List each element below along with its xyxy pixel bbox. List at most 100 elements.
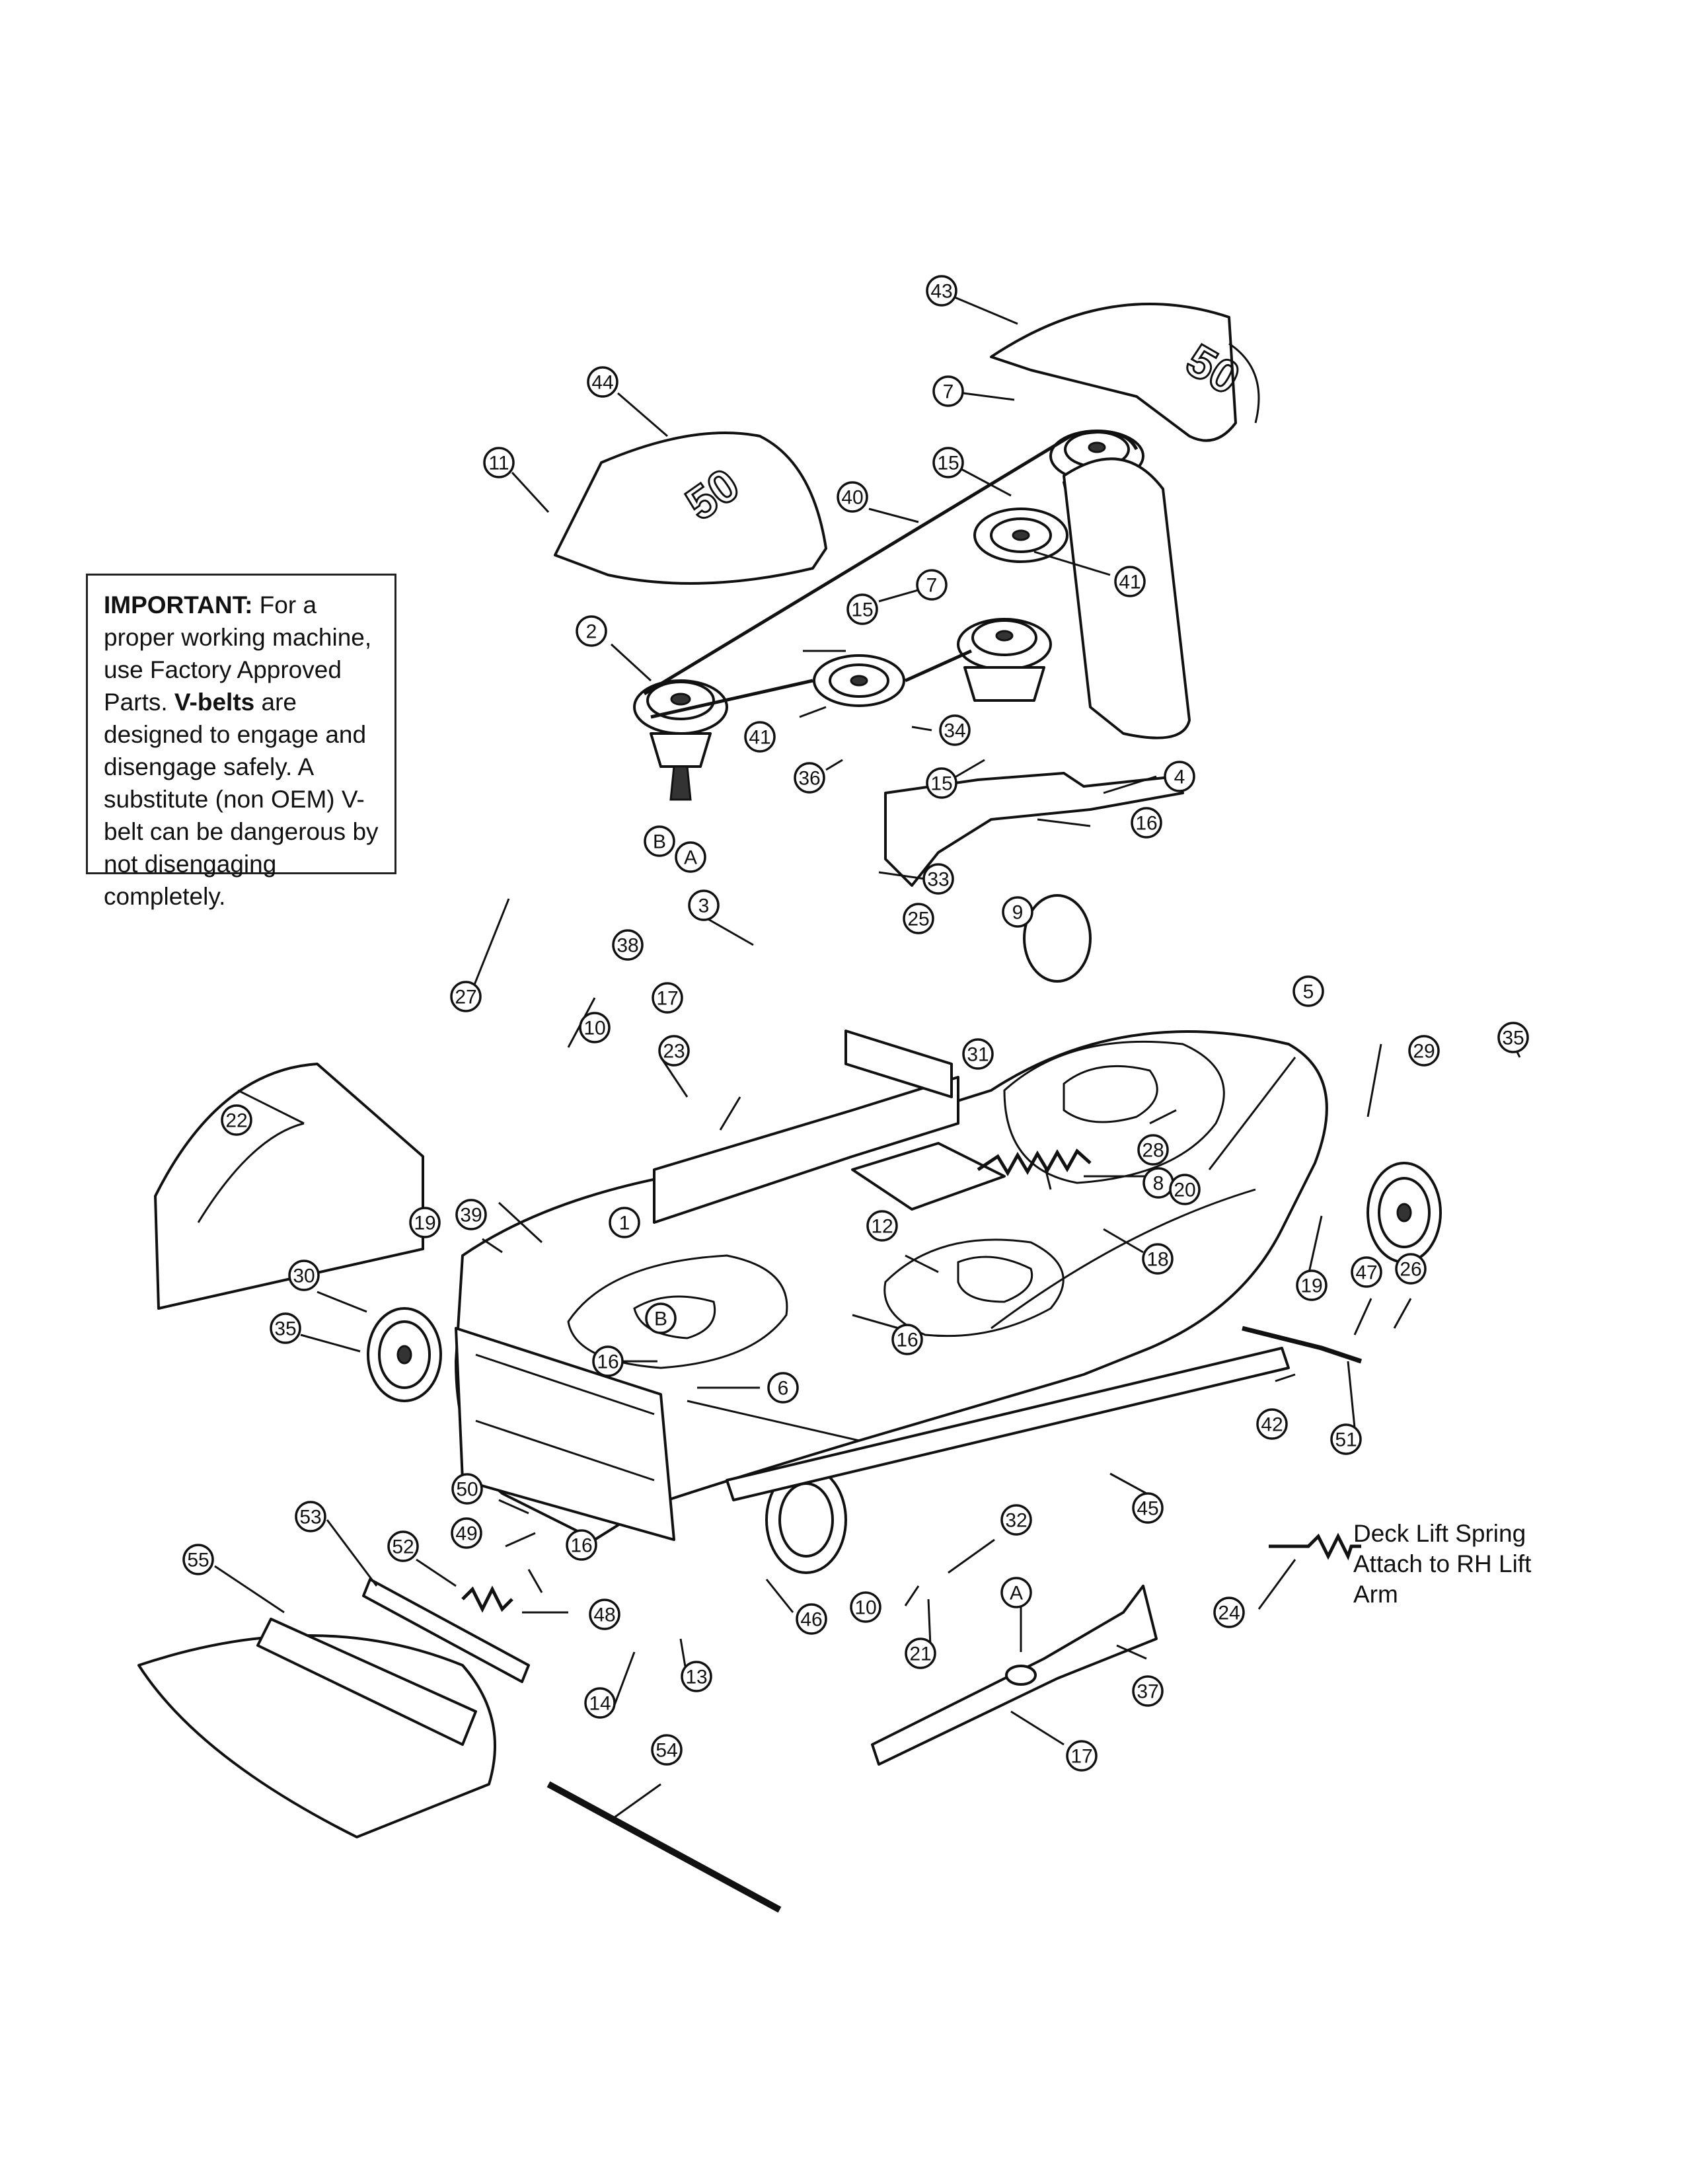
callout-circle	[651, 1734, 683, 1766]
gauge-wheel-right	[1367, 1162, 1442, 1263]
callout-label: 48	[593, 1604, 615, 1626]
callout-A: A	[1000, 1577, 1032, 1608]
callout-label: 3	[698, 895, 710, 917]
deck-lift-spring	[1269, 1532, 1361, 1561]
callout-B: B	[645, 1302, 677, 1334]
callout-circle	[926, 275, 957, 307]
callout-circle	[939, 714, 971, 746]
callout-14: 14	[584, 1687, 616, 1719]
callout-circle	[1169, 1174, 1201, 1205]
callout-label: 43	[930, 281, 952, 303]
callout-circle	[1142, 1243, 1174, 1275]
callout-circle	[1000, 1504, 1032, 1536]
callout-47: 47	[1351, 1256, 1382, 1288]
callout-circle	[903, 903, 934, 934]
callout-41: 41	[1114, 566, 1146, 597]
callout-32: 32	[1000, 1504, 1032, 1536]
important-text-2: are designed to engage and disengage saf…	[104, 689, 379, 910]
callout-15: 15	[932, 447, 964, 478]
callout-label: 25	[907, 909, 929, 930]
callout-circle	[850, 1591, 881, 1623]
callout-circle	[1351, 1256, 1382, 1288]
callout-label: 16	[896, 1330, 918, 1351]
callout-label: 10	[583, 1018, 605, 1039]
callout-circle	[744, 721, 776, 753]
callout-48: 48	[589, 1599, 620, 1630]
callout-label: 10	[854, 1597, 876, 1619]
callout-label: B	[653, 831, 666, 853]
callout-label: 45	[1137, 1498, 1158, 1520]
callout-circle	[846, 593, 878, 625]
callout-label: 17	[1070, 1746, 1092, 1768]
drag-link	[546, 1781, 782, 1913]
callout-54: 54	[651, 1734, 683, 1766]
callout-28: 28	[1137, 1134, 1169, 1166]
callout-35: 35	[270, 1312, 301, 1344]
callout-label: 36	[798, 768, 820, 790]
callout-49: 49	[451, 1517, 482, 1549]
important-notice: IMPORTANT: For a proper working machine,…	[86, 574, 396, 910]
callout-label: 19	[414, 1213, 435, 1234]
callout-circle	[1131, 807, 1162, 839]
callout-circle	[451, 1517, 482, 1549]
important-notice-text: IMPORTANT: For a proper working machine,…	[104, 589, 379, 913]
callout-39: 39	[455, 1199, 487, 1230]
callout-label: 28	[1142, 1140, 1164, 1162]
callout-label: 52	[392, 1536, 414, 1558]
v-belt	[643, 430, 1191, 739]
callout-circle	[1292, 975, 1324, 1007]
lift-rod-42	[1242, 1326, 1363, 1364]
callout-26: 26	[1395, 1253, 1427, 1285]
callout-circle	[1132, 1675, 1164, 1707]
callout-label: 55	[187, 1550, 209, 1571]
belt-shield-left	[554, 432, 827, 585]
callout-circle	[1066, 1740, 1098, 1772]
callout-label: 40	[841, 487, 863, 509]
callout-circle	[794, 762, 825, 794]
callout-circle	[1497, 1022, 1529, 1053]
callout-38: 38	[612, 929, 644, 961]
callout-circle	[584, 1687, 616, 1719]
callout-circle	[932, 447, 964, 478]
callout-label: 4	[1174, 767, 1185, 788]
callout-circle	[1114, 566, 1146, 597]
callout-circle	[1330, 1423, 1362, 1455]
callout-19: 19	[1296, 1269, 1328, 1301]
callout-circle	[675, 841, 706, 873]
callout-label: 1	[619, 1213, 630, 1234]
chute-bracket	[362, 1578, 530, 1683]
callout-circle	[1296, 1269, 1328, 1301]
callout-circle	[962, 1038, 994, 1070]
callout-2: 2	[576, 615, 607, 647]
callout-B: B	[644, 825, 675, 857]
callout-circle	[221, 1104, 252, 1136]
callout-circle	[295, 1501, 326, 1532]
callout-circle	[387, 1530, 419, 1562]
callout-label: 13	[685, 1667, 707, 1688]
callout-label: 16	[597, 1351, 618, 1373]
callout-16: 16	[566, 1529, 597, 1561]
callout-18: 18	[1142, 1243, 1174, 1275]
front-baffle	[455, 1327, 675, 1541]
callout-10: 10	[850, 1591, 881, 1623]
callout-A: A	[675, 841, 706, 873]
callout-circle	[576, 615, 607, 647]
callout-circle	[688, 889, 720, 921]
callout-circle	[837, 481, 868, 513]
callout-circle	[1137, 1134, 1169, 1166]
callout-circle	[644, 825, 675, 857]
vbelts-label: V-belts	[174, 689, 255, 716]
callout-40: 40	[837, 481, 868, 513]
callout-circle	[891, 1324, 923, 1355]
callout-label: 46	[800, 1609, 822, 1631]
idler-pulley-lower	[813, 654, 905, 707]
idler-spring	[977, 1148, 1092, 1176]
center-bracket	[653, 1030, 1006, 1224]
idler-pulley-upper	[973, 508, 1068, 563]
callout-44: 44	[587, 366, 618, 398]
callout-label: 7	[926, 575, 938, 597]
callout-23: 23	[658, 1035, 690, 1067]
callout-circle	[182, 1544, 214, 1575]
